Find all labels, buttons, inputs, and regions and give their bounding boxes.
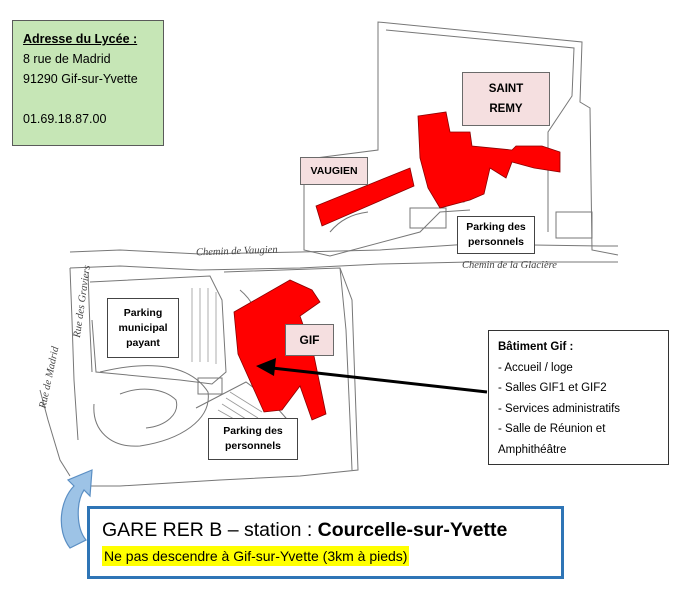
address-city: 91290 Gif-sur-Yvette [23, 72, 138, 86]
label-parking-gif: Parking des personnels [208, 418, 298, 460]
address-phone: 01.69.18.87.00 [23, 112, 107, 126]
parking-loop-inner [119, 388, 178, 429]
parking-loop [93, 365, 209, 447]
pointer-arrow-head [256, 358, 276, 376]
vaugien-outline [303, 168, 471, 257]
batiment-gif-item: Amphithéâtre [498, 443, 567, 456]
small-building-1 [197, 377, 223, 395]
batiment-gif-box: Bâtiment Gif : - Accueil / loge - Salles… [488, 330, 669, 465]
path-curve-1 [329, 211, 369, 233]
address-title: Adresse du Lycée : [23, 32, 138, 46]
label-saint-remy: SAINT REMY [462, 72, 550, 126]
small-building-3 [555, 211, 593, 239]
address-street: 8 rue de Madrid [23, 52, 111, 66]
pointer-arrow [271, 366, 488, 394]
address-box: Adresse du Lycée : 8 rue de Madrid 91290… [12, 20, 164, 146]
batiment-gif-item: - Accueil / loge [498, 361, 573, 374]
label-parking-municipal: Parking municipal payant [107, 298, 179, 358]
road-madrid [39, 389, 71, 477]
building-vaugien [315, 167, 415, 227]
gare-line: GARE RER B – station : Courcelle-sur-Yve… [102, 517, 549, 543]
small-building-2 [409, 207, 447, 229]
gare-station: Courcelle-sur-Yvette [317, 519, 508, 541]
label-gif: GIF [285, 324, 334, 356]
batiment-gif-item: - Salle de Réunion et [498, 423, 606, 435]
road-graviers-right [87, 271, 93, 373]
label-parking-saint-remy: Parking des personnels [457, 216, 535, 254]
batiment-gif-item: - Services administratifs [498, 402, 621, 415]
gare-box: GARE RER B – station : Courcelle-sur-Yve… [87, 506, 564, 579]
road-vaugien-top [69, 243, 618, 255]
gare-prefix: GARE RER B – station : [102, 519, 318, 541]
gare-warning: Ne pas descendre à Gif-sur-Yvette (3km à… [102, 546, 410, 566]
label-vaugien: VAUGIEN [300, 157, 368, 185]
batiment-gif-item: - Salles GIF1 et GIF2 [498, 382, 607, 394]
road-graviers-left [69, 267, 79, 441]
batiment-gif-title: Bâtiment Gif : [498, 341, 574, 353]
building-gif [233, 279, 327, 421]
curved-arrow-icon [60, 469, 93, 549]
road-vaugien-bottom [69, 261, 618, 271]
site-boundary-south [89, 267, 359, 487]
building-saint-remy [417, 111, 561, 209]
road-label-chemin-glaciere: Chemin de la Glacière [462, 260, 557, 271]
